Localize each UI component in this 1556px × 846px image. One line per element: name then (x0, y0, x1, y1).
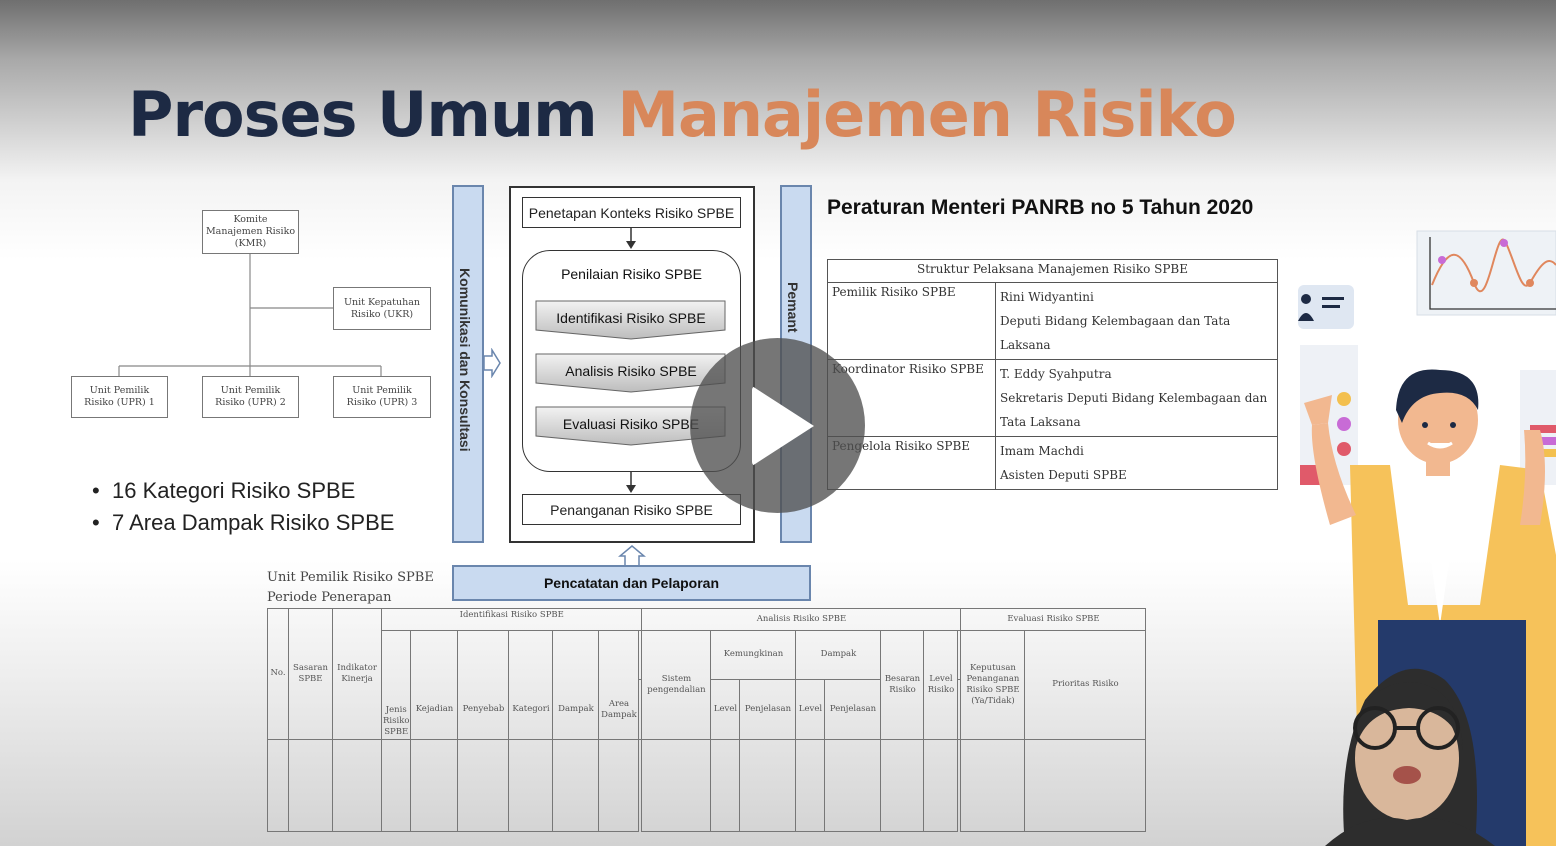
play-button[interactable] (690, 338, 865, 513)
col-kejadian: Kejadian (410, 630, 459, 740)
col-level-risiko: Level Risiko (923, 630, 959, 740)
arrow-down-icon (626, 228, 636, 249)
col-penyebab: Penyebab (457, 630, 510, 740)
col-keputusan: Keputusan Penanganan Risiko SPBE (Ya/Tid… (960, 630, 1026, 740)
org-box-upr-3: Unit Pemilik Risiko (UPR) 3 (333, 376, 431, 418)
communication-bar (452, 185, 484, 543)
col-penjelasan: Penjelasan (824, 679, 882, 740)
title-part-1: Proses Umum (128, 78, 598, 151)
register-periode-label: Periode Penerapan (267, 590, 392, 605)
presenter-avatar (1325, 668, 1495, 846)
col-sasaran: Sasaran SPBE (288, 608, 333, 740)
col-prioritas: Prioritas Risiko (1024, 630, 1147, 740)
table-row: Pengelola Risiko SPBE Imam Machdi Asiste… (827, 436, 1278, 490)
step-evaluation: Evaluasi Risiko SPBE (562, 416, 700, 432)
arrow-down-icon (626, 472, 636, 493)
col-jenis: Jenis Risiko SPBE (380, 630, 412, 740)
group-evaluasi: Evaluasi Risiko SPBE (960, 608, 1147, 631)
person-line: Sekretaris Deputi Bidang Kelembagaan dan (1000, 391, 1268, 405)
org-box-upr-1: Unit Pemilik Risiko (UPR) 1 (71, 376, 168, 418)
process-context-box: Penetapan Konteks Risiko SPBE (522, 197, 741, 228)
person-line: Tata Laksana (1000, 415, 1081, 429)
person-line: Laksana (1000, 338, 1051, 352)
col-kategori: Kategori (508, 630, 554, 740)
register-unit-label: Unit Pemilik Risiko SPBE (267, 570, 434, 585)
structure-table: Struktur Pelaksana Manajemen Risiko SPBE… (827, 259, 1278, 490)
group-kemungkinan: Kemungkinan (710, 630, 797, 680)
col-sistem: Sistem pengendalian (641, 630, 712, 740)
col-indikator: Indikator Kinerja (332, 608, 382, 740)
col-level: Level (795, 679, 826, 740)
person-line: Imam Machdi (1000, 444, 1084, 458)
assessment-steps-shapes (535, 300, 726, 446)
process-treatment-box: Penanganan Risiko SPBE (522, 494, 741, 525)
col-area: Area Dampak (598, 630, 640, 740)
org-box-upr-2: Unit Pemilik Risiko (UPR) 2 (202, 376, 299, 418)
step-analysis: Analisis Risiko SPBE (565, 363, 697, 379)
webcam-overlay (1325, 640, 1495, 846)
role-cell: Pemilik Risiko SPBE (827, 282, 996, 360)
table-row: Koordinator Risiko SPBE T. Eddy Syahputr… (827, 359, 1278, 437)
table-row (267, 739, 1147, 832)
communication-bar-label: Komunikasi dan Konsultasi (457, 268, 473, 452)
person-cell: Imam Machdi Asisten Deputi SPBE (995, 436, 1278, 490)
org-chart-connectors (118, 254, 382, 376)
group-identifikasi: Identifikasi Risiko SPBE (380, 608, 643, 631)
monitoring-bar-label: Pemant (785, 282, 801, 333)
bullet-text: 16 Kategori Risiko SPBE (112, 478, 356, 503)
group-analisis: Analisis Risiko SPBE (641, 608, 962, 631)
col-besaran: Besaran Risiko (880, 630, 925, 740)
title-part-2: Manajemen Risiko (617, 78, 1237, 151)
person-line: Rini Widyantini (1000, 290, 1094, 304)
org-box-ukr: Unit Kepatuhan Risiko (UKR) (333, 287, 431, 330)
slide-title: Proses Umum Manajemen Risiko (128, 78, 1237, 151)
assessment-title: Penilaian Risiko SPBE (561, 266, 702, 282)
play-icon (752, 386, 814, 466)
col-no: No. (267, 608, 289, 740)
group-dampak: Dampak (795, 630, 882, 680)
col-penjelasan: Penjelasan (739, 679, 797, 740)
structure-table-title: Struktur Pelaksana Manajemen Risiko SPBE (827, 259, 1278, 283)
regulation-heading: Peraturan Menteri PANRB no 5 Tahun 2020 (827, 196, 1254, 219)
bullet-item: •16 Kategori Risiko SPBE (92, 478, 356, 503)
person-line: Deputi Bidang Kelembagaan dan Tata (1000, 314, 1231, 328)
table-row: Pemilik Risiko SPBE Rini Widyantini Depu… (827, 282, 1278, 360)
recording-bar (452, 565, 811, 601)
bullet-text: 7 Area Dampak Risiko SPBE (112, 510, 395, 535)
person-cell: Rini Widyantini Deputi Bidang Kelembagaa… (995, 282, 1278, 360)
arrow-right-icon (483, 348, 501, 378)
org-box-kmr: Komite Manajemen Risiko (KMR) (202, 210, 299, 254)
col-level: Level (710, 679, 741, 740)
person-line: Asisten Deputi SPBE (1000, 468, 1127, 482)
recording-bar-label: Pencatatan dan Pelaporan (543, 575, 720, 591)
arrow-up-icon (618, 545, 646, 567)
person-cell: T. Eddy Syahputra Sekretaris Deputi Bida… (995, 359, 1278, 437)
step-identification: Identifikasi Risiko SPBE (556, 310, 706, 326)
bullet-item: •7 Area Dampak Risiko SPBE (92, 510, 395, 535)
person-line: T. Eddy Syahputra (1000, 367, 1112, 381)
col-dampak: Dampak (552, 630, 600, 740)
risk-register-table: No. Sasaran SPBE Indikator Kinerja Ident… (267, 608, 1147, 832)
